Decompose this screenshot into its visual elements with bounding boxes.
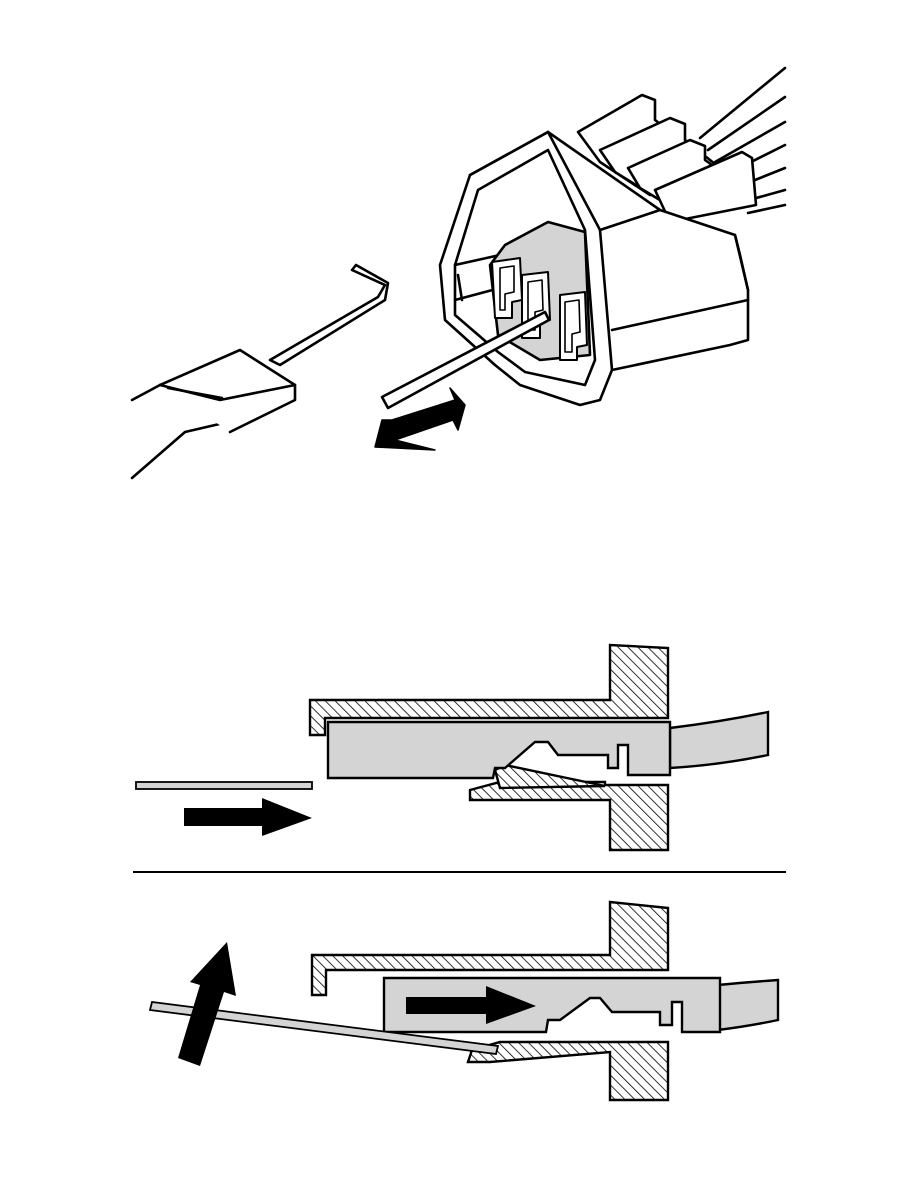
wire-icon <box>668 710 770 770</box>
direction-arrow-icon <box>406 986 536 1024</box>
removal-tool-icon <box>130 263 390 480</box>
rear-terminal-blocks <box>576 93 758 224</box>
removal-tool-blade <box>148 1001 500 1055</box>
terminal-locked-cross-section <box>135 643 770 852</box>
hatched-housing-section-icon <box>310 900 670 997</box>
direction-arrow-icon <box>374 387 466 451</box>
terminal-gray <box>326 720 672 780</box>
terminal-gray <box>382 976 722 1034</box>
direction-arrow-icon <box>184 798 312 836</box>
hatched-housing-lower <box>466 1040 670 1102</box>
connector-pin-removal-perspective <box>130 66 787 480</box>
removal-tool-blade <box>135 781 313 790</box>
removal-tool-probe <box>380 310 551 410</box>
hatched-housing-lower <box>468 780 670 852</box>
lift-arrow-icon <box>178 942 236 1066</box>
hatched-housing-section-icon <box>308 643 670 737</box>
wire-icon <box>716 978 780 1032</box>
locking-latch <box>493 763 606 790</box>
terminal-release-cross-section <box>148 900 780 1102</box>
